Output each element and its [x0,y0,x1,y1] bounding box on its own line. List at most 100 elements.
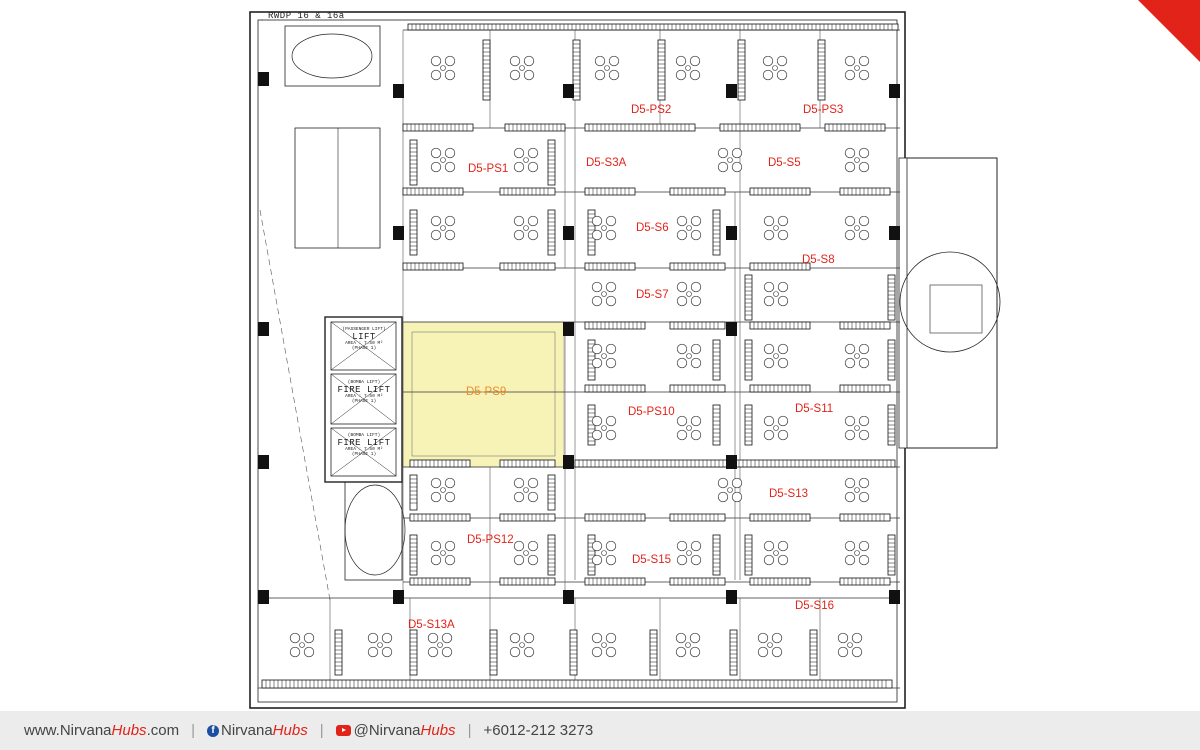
room-label-s7[interactable]: D5-S7 [636,289,669,301]
room-label-s11[interactable]: D5-S11 [795,403,834,415]
seat [858,55,870,67]
seat [367,646,379,658]
seat [690,554,702,566]
seat [441,632,453,644]
seat [675,632,687,644]
footer-separator: | [467,722,472,739]
lift-shaft [324,316,403,483]
hub [686,425,692,431]
room-label-s5[interactable]: D5-S5 [768,157,801,169]
seat [367,632,379,644]
desk-band [407,23,899,31]
seat [690,229,702,241]
workstation-cluster [594,55,620,81]
room-label-ps12[interactable]: D5-PS12 [467,534,514,546]
seat [858,69,870,81]
seat [444,554,456,566]
hub [519,642,525,648]
desk-band [584,577,646,586]
seat [523,69,535,81]
hub [854,550,860,556]
seat [858,477,870,489]
workstation-cluster [844,343,870,369]
room-label-ps3[interactable]: D5-PS3 [803,104,844,116]
seat [858,343,870,355]
desk-band [749,513,811,522]
seat [717,147,729,159]
desk-band [669,384,726,393]
lift-title: LIFT [352,331,376,342]
seat [858,215,870,227]
workstation-cluster [676,343,702,369]
seat [771,646,783,658]
seat [763,429,775,441]
hub [686,225,692,231]
hub [523,225,529,231]
seat [690,540,702,552]
room-label-ps1[interactable]: D5-PS1 [468,163,509,175]
seat [777,295,789,307]
desk-band [584,321,646,330]
desk-band [649,629,658,676]
hub [767,642,773,648]
hub [440,157,446,163]
hub [773,291,779,297]
seat [289,632,301,644]
hub [854,353,860,359]
room-label-s3a[interactable]: D5-S3A [586,157,627,169]
seat [591,281,603,293]
seat [689,55,701,67]
seat [594,55,606,67]
seat [605,429,617,441]
seat [763,554,775,566]
phone-number[interactable]: +6012-212 3273 [483,722,594,739]
seat [676,215,688,227]
seat [676,281,688,293]
hub [773,225,779,231]
seat [605,554,617,566]
room-label-s16[interactable]: D5-S16 [795,600,834,612]
column [393,590,404,604]
desk-band [737,39,746,101]
seat [731,491,743,503]
seat [444,55,456,67]
seat [771,632,783,644]
room-label-ps2[interactable]: D5-PS2 [631,104,672,116]
room-label-s13a[interactable]: D5-S13A [408,619,455,631]
seat [763,415,775,427]
room-label-s6[interactable]: D5-S6 [636,222,669,234]
hub [686,550,692,556]
seat [690,429,702,441]
seat [605,646,617,658]
workstation-cluster [591,415,617,441]
workstation-cluster [430,55,456,81]
room-label-s15[interactable]: D5-S15 [632,554,671,566]
room-label-s8[interactable]: D5-S8 [802,254,835,266]
seat [690,357,702,369]
column [563,84,574,98]
room-label-s13[interactable]: D5-S13 [769,488,808,500]
lift-type: (PASSENGER LIFT) [342,327,386,332]
seat [527,540,539,552]
seat [717,491,729,503]
hub [519,65,525,71]
seat [444,161,456,173]
hub [854,425,860,431]
lift-label-fire-2: (BOMBA LIFT) FIRE LIFT AREA : 7.50 M² (P… [333,433,395,458]
desk-band [712,209,721,256]
seat [523,632,535,644]
workstation-cluster [591,281,617,307]
room-label-ps9[interactable]: D5-PS9 [466,386,507,398]
hub [686,353,692,359]
seat [605,229,617,241]
hub [523,487,529,493]
room-label-ps10[interactable]: D5-PS10 [628,406,675,418]
hub [440,550,446,556]
seat [513,540,525,552]
facebook-brand: Hubs [272,722,308,739]
seat [527,215,539,227]
seat [605,632,617,644]
